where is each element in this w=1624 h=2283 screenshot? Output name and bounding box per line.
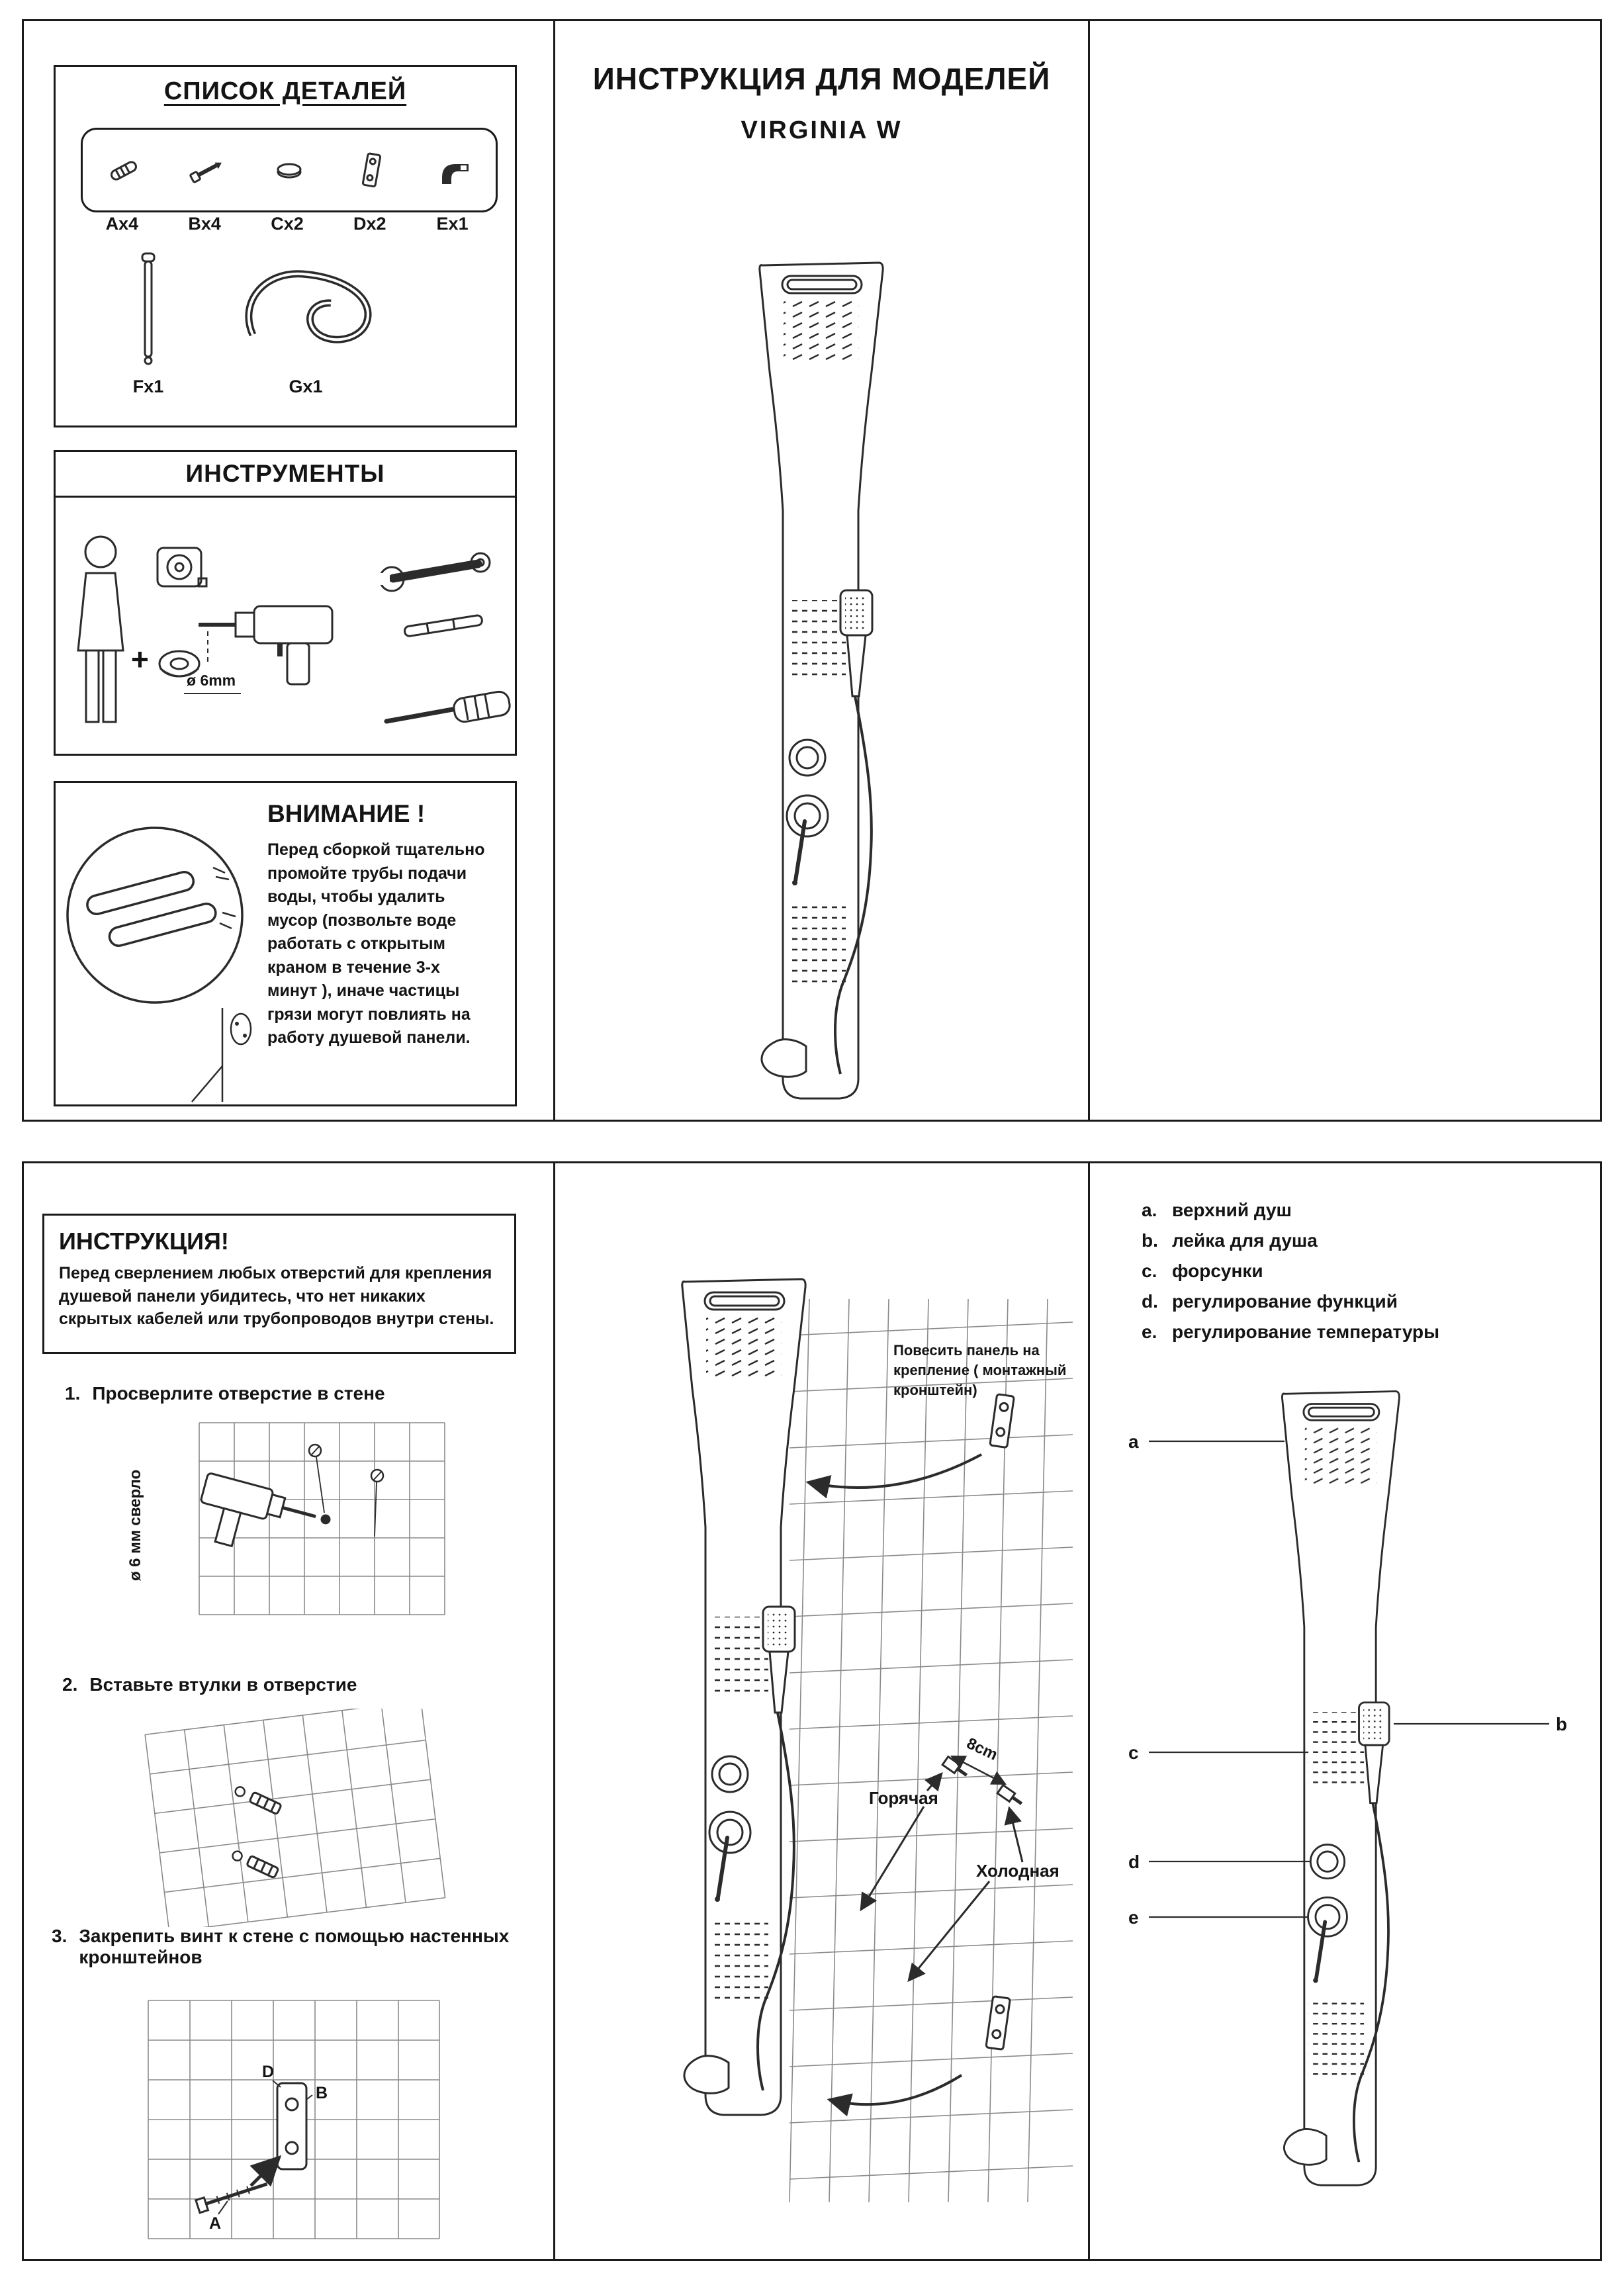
tools-title: ИНСТРУМЕНТЫ [56,452,515,498]
insert-anchors-diagram [144,1709,446,1927]
labeled-panel-drawing: a b c d e [1128,1375,1567,2235]
legend-list: a. верхний душ b. лейка для душа c. форс… [1142,1200,1439,1352]
callout-a: a [1128,1431,1139,1452]
legend-key: a. [1142,1200,1157,1220]
legend-item: e. регулирование температуры [1142,1321,1439,1343]
part-item-a [87,150,160,191]
shower-hose-icon [245,270,372,343]
part-label: Dx2 [353,214,386,234]
parts-extra: Fx1 Gx1 [81,244,494,410]
label-d: D [262,2063,274,2081]
shower-panel-front-drawing [741,256,903,1110]
legend-text: регулирование функций [1172,1291,1398,1312]
instructions-title: ИНСТРУКЦИЯ! [59,1228,229,1255]
part-item-d [336,150,408,191]
hang-note-line3: кронштейн) [893,1382,977,1398]
step-2-number: 2. [62,1674,78,1695]
instructions-box: ИНСТРУКЦИЯ! Перед сверлением любых отвер… [42,1214,516,1354]
top-right-cell [1090,21,1600,1120]
drill-size-note: ø 6 мм сверло [126,1470,144,1581]
legend-item: c. форсунки [1142,1261,1439,1282]
fix-bracket-diagram: D B A [148,2000,440,2239]
legend-text: форсунки [1172,1261,1263,1281]
cold-label: Холодная [976,1861,1060,1881]
install-steps-cell: ИНСТРУКЦИЯ! Перед сверлением любых отвер… [24,1163,555,2259]
instructions-intro: Перед сверлением любых отверстий для кре… [59,1264,494,1328]
hot-label: Горячая [869,1788,938,1808]
drill-bit-size-label: ø 6mm [187,672,236,689]
hand-shower-wand-icon [141,252,156,365]
shower-panel-front [741,256,903,1110]
top-left-cell: СПИСОК ДЕТАЛЕЙ [24,21,555,1120]
parts-list-box: СПИСОК ДЕТАЛЕЙ [54,65,517,427]
bracket-icon [361,152,381,188]
plus-sign: + [131,642,149,676]
parts-list-title: СПИСОК ДЕТАЛЕЙ [163,77,407,105]
attention-body: Перед сборкой тщательно промойте трубы п… [267,840,485,1047]
legend-text: регулирование температуры [1172,1321,1440,1342]
washer-icon [277,163,302,179]
legend-key: d. [1142,1291,1158,1312]
part-item-e [418,150,491,191]
step-1-heading: 1. Просверлите отверстие в стене [65,1383,385,1404]
wall-anchor-icon [111,161,138,181]
bottom-section: ИНСТРУКЦИЯ! Перед сверлением любых отвер… [22,1161,1602,2261]
mounting-diagram-cell: Повесить панель на крепление ( монтажный… [555,1163,1090,2259]
legend-text: лейка для душа [1172,1230,1318,1251]
holder-icon [441,164,469,184]
hang-note-line1: Повесить панель на [893,1342,1040,1359]
legend-text: верхний душ [1172,1200,1292,1220]
part-item-c [253,150,326,191]
legend-key: e. [1142,1321,1157,1342]
part-item-b [170,150,243,191]
legend-item: a. верхний душ [1142,1200,1439,1221]
label-a: A [209,2214,221,2233]
callout-e: e [1128,1907,1139,1928]
tools-box: ИНСТРУМЕНТЫ [54,450,517,756]
callout-c: c [1128,1742,1139,1763]
parts-tray-labels: Ax4 Bx4 Cx2 Dx2 Ex1 [81,214,494,234]
attention-box: ВНИМАНИЕ ! Перед сборкой тщательно промо… [54,781,517,1106]
model-name: VIRGINIA W [741,116,903,144]
part-label: Ax4 [105,214,139,234]
callout-d: d [1128,1852,1140,1872]
hang-note-line2: крепление ( монтажный [893,1362,1066,1378]
legend-item: d. регулирование функций [1142,1291,1439,1312]
step-3-heading: 3. Закрепить винт к стене с помощью наст… [52,1926,515,1968]
screw-icon [189,162,222,183]
part-label: Cx2 [271,214,304,234]
part-label: Fx1 [132,377,164,396]
callout-b: b [1556,1714,1567,1734]
attention-title: ВНИМАНИЕ ! [267,800,426,827]
top-section: СПИСОК ДЕТАЛЕЙ [22,19,1602,1122]
step-1-text: Просверлите отверстие в стене [92,1383,385,1404]
legend-cell: a. верхний душ b. лейка для душа c. форс… [1090,1163,1600,2259]
flush-pipes-drawing [66,827,252,1102]
legend-key: c. [1142,1261,1157,1281]
part-label: Ex1 [436,214,469,234]
drill-hole-diagram: ø 6 мм сверло [126,1422,445,1615]
step-2-heading: 2. Вставьте втулки в отверстие [62,1674,357,1695]
step-3-text: Закрепить винт к стене с помощью настенн… [79,1926,510,1967]
step-2-text: Вставьте втулки в отверстие [89,1674,357,1695]
part-label: Bx4 [188,214,221,234]
tools-drawing: + ø 6mm [77,535,511,724]
parts-tray [81,128,498,212]
page-title: ИНСТРУКЦИЯ ДЛЯ МОДЕЛЕЙ [592,62,1051,96]
attention-text: ВНИМАНИЕ ! Перед сборкой тщательно промо… [267,783,500,1104]
part-label: Gx1 [289,377,323,396]
mounting-diagram: Повесить панель на крепление ( монтажный… [564,1236,1073,2203]
legend-item: b. лейка для душа [1142,1230,1439,1251]
top-middle-cell: ИНСТРУКЦИЯ ДЛЯ МОДЕЛЕЙ VIRGINIA W [555,21,1090,1120]
dimension-label: 8cm [964,1734,1000,1764]
step-1-number: 1. [65,1383,81,1404]
legend-key: b. [1142,1230,1158,1251]
step-3-number: 3. [52,1926,68,1946]
label-b: B [316,2084,328,2102]
